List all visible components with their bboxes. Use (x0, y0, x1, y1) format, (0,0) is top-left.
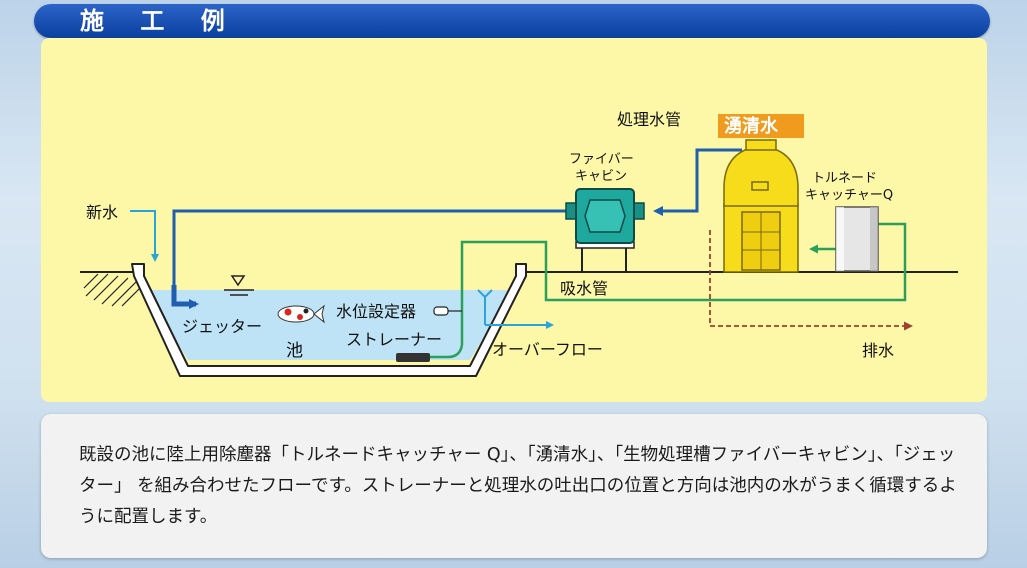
yuseisui-badge (718, 114, 804, 138)
drain-line (709, 230, 913, 331)
return-pipe (172, 209, 574, 285)
label-treated-pipe: 処理水管 (617, 110, 681, 129)
label-overflow: オーバーフロー (492, 340, 603, 359)
suction-pipe (460, 222, 907, 345)
yuseisui-tank (723, 139, 799, 273)
label-yuseisui: 湧清水 (724, 115, 779, 137)
label-level-setter: 水位設定器 (336, 302, 416, 321)
new-water-line (130, 210, 159, 262)
level-setter-icon (433, 306, 449, 316)
label-new-water: 新水 (86, 203, 118, 222)
label-tornado-1: トルネード (812, 171, 877, 186)
overflow-mouth (477, 289, 493, 299)
pond-water (145, 290, 512, 360)
water-level-icon (224, 275, 254, 296)
label-fiber-cabin-2: キャビン (575, 169, 627, 184)
koi-fish-icon (277, 304, 325, 324)
strainer-icon (396, 353, 430, 362)
fiber-cabin-unit (565, 188, 645, 272)
pond-wall (131, 263, 527, 377)
description-panel: 既設の池に陸上用除塵器「トルネードキャッチャー Q」、「湧清水」、「生物処理槽フ… (41, 414, 987, 558)
label-jetter: ジェッター (182, 317, 262, 336)
treated-water-pipe (653, 148, 742, 216)
soil-hatch (83, 273, 141, 307)
label-fiber-cabin-1: ファイバー (569, 152, 634, 167)
strainer-pipe (430, 344, 464, 359)
section-header: 施 工 例 (34, 4, 990, 38)
label-pond: 池 (286, 341, 303, 361)
label-drain: 排水 (862, 341, 894, 360)
label-tornado-2: キャッチャーQ (805, 188, 893, 203)
tornado-catcher-unit (835, 206, 879, 272)
label-suction-pipe: 吸水管 (560, 279, 608, 298)
installation-diagram: 新水 ジェッター 池 水位設定器 ストレーナー オーバーフロー 吸水管 処理水管… (80, 110, 958, 377)
jetter-nozzle (171, 285, 199, 309)
description-text: 既設の池に陸上用除塵器「トルネードキャッチャー Q」、「湧清水」、「生物処理槽フ… (79, 445, 957, 527)
label-strainer: ストレーナー (346, 330, 442, 349)
section-title: 施 工 例 (80, 7, 239, 35)
